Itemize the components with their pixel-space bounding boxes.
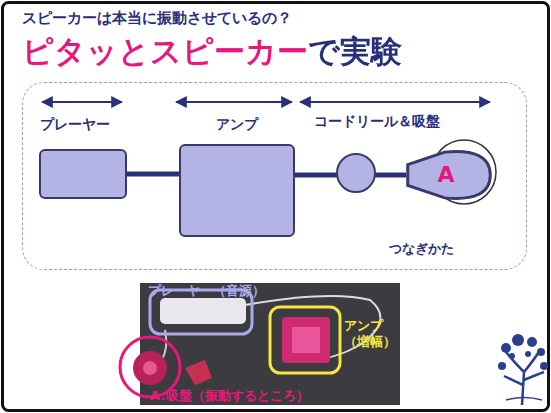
photo-callout: プレーヤー（音源） [148, 283, 265, 299]
photo-callout: アンプ（増幅） [344, 318, 396, 349]
photo-amp [282, 317, 330, 363]
photo-suction [133, 351, 167, 385]
photo-callout: A:吸盤（振動するところ） [150, 388, 309, 404]
cord-reel [337, 154, 375, 192]
group-caption: つなぎかた [389, 241, 454, 257]
amp-highlight [270, 307, 340, 373]
span-arrow [300, 101, 490, 103]
slide-title: ピタッとスピーカーで実験 [22, 33, 402, 70]
span-arrow [42, 101, 122, 103]
player-box: プレーヤー [39, 149, 127, 199]
group-frame: つなぎかたプレーヤーアンプコードリール＆吸盤A [22, 82, 527, 270]
span-arrow [176, 101, 292, 103]
tree-logo [498, 334, 548, 405]
amp-box: アンプ [179, 144, 295, 237]
photo-reel [185, 360, 212, 385]
part-heading: アンプ [179, 116, 295, 133]
part-heading: コードリール＆吸盤 [314, 113, 440, 130]
cable-connector [127, 172, 179, 177]
photo-amp-face [292, 327, 320, 353]
photo-player [160, 298, 246, 324]
subtitle-question: スピーカーは本当に振動させているの？ [22, 9, 292, 27]
photo-suction-center [143, 361, 157, 375]
part-letter: A [406, 149, 486, 201]
part-heading: プレーヤー [40, 116, 110, 133]
slide-border [3, 3, 549, 411]
photo-background [140, 283, 400, 405]
suction-cup: コードリール＆吸盤A [406, 149, 492, 201]
